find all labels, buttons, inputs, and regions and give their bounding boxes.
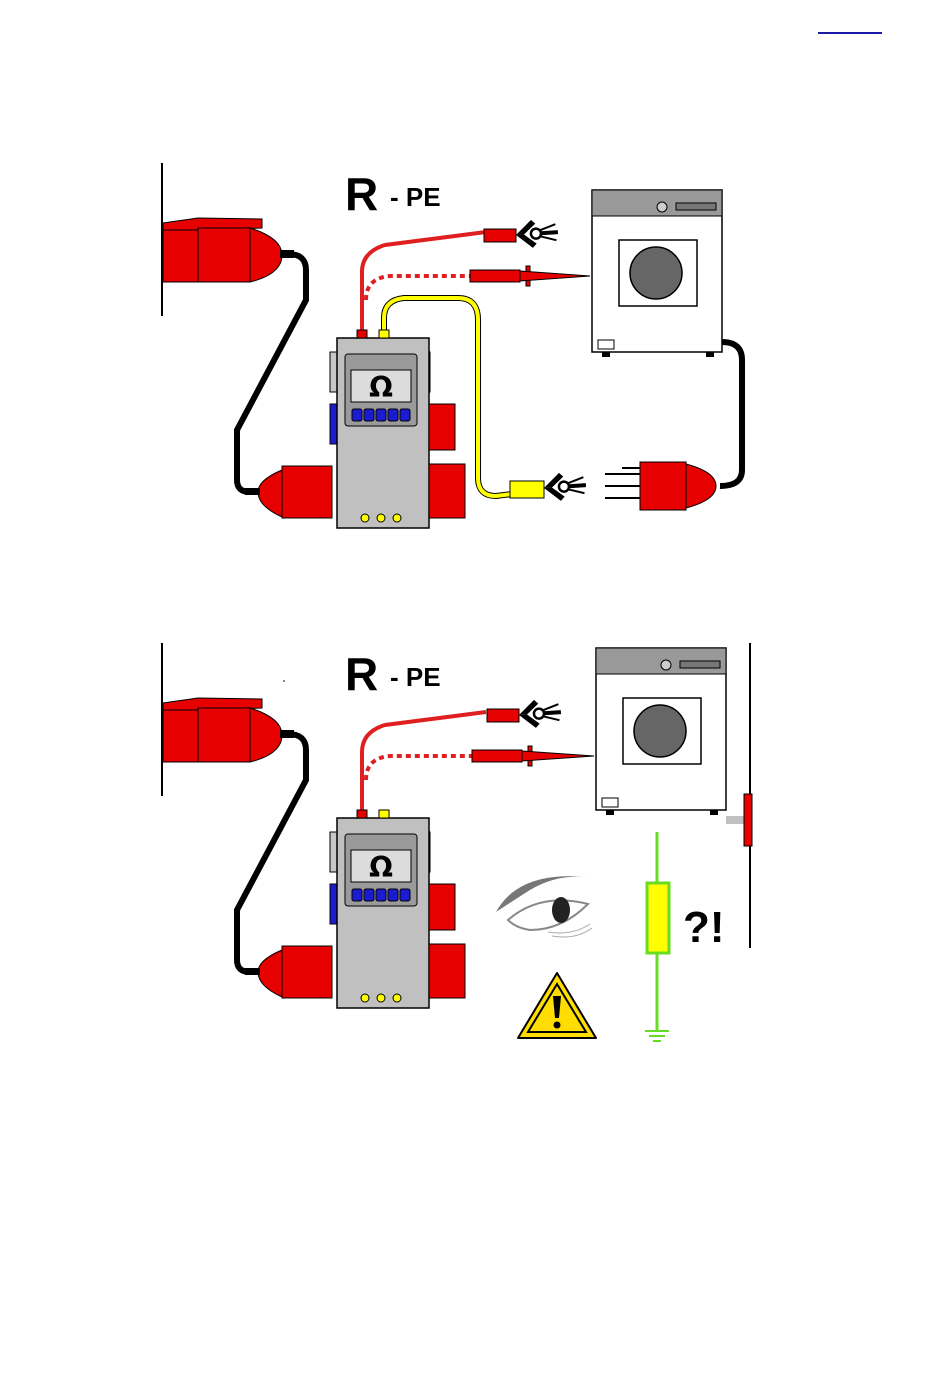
red-clamp-handle — [484, 229, 516, 242]
insulation-tester — [330, 810, 465, 1008]
yellow-clamp-handle — [510, 481, 544, 498]
insulation-tester — [330, 330, 465, 528]
red-test-lead — [362, 712, 486, 812]
supply-cable — [237, 254, 306, 492]
wall-connector — [726, 816, 744, 824]
washing-machine — [596, 648, 726, 815]
appliance-plug — [605, 462, 716, 510]
warning-triangle-icon — [518, 973, 596, 1038]
diagram-continuity-test: Ω R - PE — [162, 163, 742, 528]
red-crocodile-clip — [518, 698, 562, 729]
label-r: R — [345, 168, 378, 220]
red-clamp-handle — [487, 709, 519, 722]
question-mark-label: ?! — [683, 903, 725, 952]
label-pe: - PE — [390, 182, 441, 212]
red-crocodile-clip — [515, 218, 559, 249]
resistor-icon — [647, 883, 669, 953]
red-probe-lead — [366, 756, 472, 780]
label-r: R — [345, 648, 378, 700]
label-pe: - PE — [390, 662, 441, 692]
stray-dot — [283, 680, 285, 682]
washing-machine — [592, 190, 722, 357]
wall-socket — [163, 698, 294, 762]
supply-cable — [237, 734, 306, 972]
yellow-crocodile-clip — [543, 471, 587, 502]
supply-plug — [245, 466, 332, 518]
wall-socket — [163, 218, 294, 282]
meter-symbol: Ω — [369, 371, 393, 404]
diagram-leakage-warning: Ω ?! — [162, 643, 752, 1041]
red-test-probe — [470, 266, 590, 286]
supply-plug — [245, 946, 332, 998]
earth-ground-icon — [645, 1031, 669, 1041]
washer-cable — [720, 342, 742, 486]
red-test-probe — [472, 746, 594, 766]
eye-icon — [496, 876, 596, 937]
wall-socket-right — [744, 794, 752, 846]
meter-symbol: Ω — [369, 851, 393, 884]
red-test-lead — [362, 232, 486, 332]
